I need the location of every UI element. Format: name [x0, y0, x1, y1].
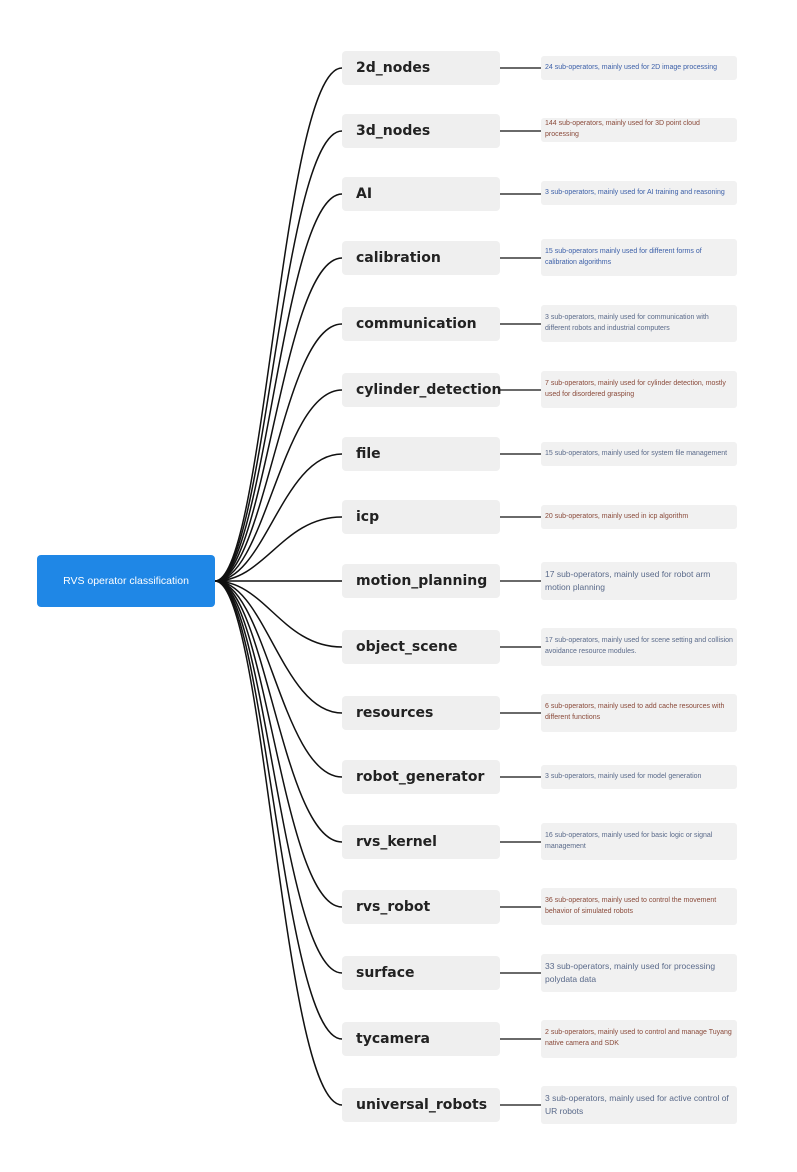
branch-node-label: robot_generator	[356, 769, 485, 785]
branch-description[interactable]: 17 sub-operators, mainly used for robot …	[541, 562, 737, 600]
branch-description-text: 3 sub-operators, mainly used for model g…	[545, 772, 702, 780]
branch-description-text: 6 sub-operators, mainly used to add cach…	[545, 703, 725, 721]
branch-description[interactable]: 24 sub-operators, mainly used for 2D ima…	[541, 56, 737, 80]
branch-description[interactable]: 33 sub-operators, mainly used for proces…	[541, 954, 737, 992]
branch-description-text: 3 sub-operators, mainly used for AI trai…	[545, 188, 725, 196]
branch-node-calibration[interactable]: calibration	[342, 241, 500, 275]
branch-node-object-scene[interactable]: object_scene	[342, 630, 500, 664]
branch-description-text: 36 sub-operators, mainly used to control…	[545, 896, 717, 915]
branch-node-file[interactable]: file	[342, 437, 500, 471]
branch-description[interactable]: 16 sub-operators, mainly used for basic …	[541, 823, 737, 860]
branch-node-label: cylinder_detection	[356, 382, 502, 398]
branch-node-label: file	[356, 446, 381, 462]
branch-description[interactable]: 3 sub-operators, mainly used for AI trai…	[541, 181, 737, 205]
branch-description[interactable]: 15 sub-operators, mainly used for system…	[541, 442, 737, 466]
branch-node-universal-robots[interactable]: universal_robots	[342, 1088, 500, 1122]
connector-root-to-robot-generator	[214, 580, 343, 778]
branch-node-3d-nodes[interactable]: 3d_nodes	[342, 114, 500, 148]
branch-description-text: 15 sub-operators, mainly used for system…	[545, 449, 728, 457]
branch-description-text: 33 sub-operators, mainly used for proces…	[545, 960, 716, 984]
branch-node-cylinder-detection[interactable]: cylinder_detection	[342, 373, 502, 407]
connector-root-to-object-scene	[214, 580, 343, 648]
branch-description[interactable]: 3 sub-operators, mainly used for model g…	[541, 765, 737, 789]
connector-root-to-communication	[214, 323, 343, 582]
branch-node-label: 3d_nodes	[356, 123, 431, 139]
branch-node-ai[interactable]: AI	[342, 177, 500, 211]
branch-node-motion-planning[interactable]: motion_planning	[342, 564, 500, 598]
connector-root-to-surface	[214, 580, 343, 974]
branch-description[interactable]: 36 sub-operators, mainly used to control…	[541, 888, 737, 925]
branch-description[interactable]: 3 sub-operators, mainly used for active …	[541, 1086, 737, 1124]
branch-description-text: 24 sub-operators, mainly used for 2D ima…	[545, 63, 717, 71]
connector-root-to-tycamera	[214, 580, 343, 1040]
branch-description[interactable]: 17 sub-operators, mainly used for scene …	[541, 628, 737, 666]
branch-node-communication[interactable]: communication	[342, 307, 500, 341]
connector-root-to-icp	[214, 516, 343, 582]
root-node[interactable]: RVS operator classification	[37, 555, 215, 607]
branch-description[interactable]: 2 sub-operators, mainly used to control …	[541, 1020, 737, 1058]
branch-node-label: calibration	[356, 250, 441, 266]
branch-description-text: 17 sub-operators, mainly used for robot …	[545, 568, 711, 592]
connector-root-to-cylinder-detection	[214, 389, 343, 582]
branch-description-text: 7 sub-operators, mainly used for cylinde…	[545, 379, 726, 398]
branch-node-label: tycamera	[356, 1031, 430, 1047]
branch-description[interactable]: 3 sub-operators, mainly used for communi…	[541, 305, 737, 342]
branch-node-tycamera[interactable]: tycamera	[342, 1022, 500, 1056]
branch-description[interactable]: 7 sub-operators, mainly used for cylinde…	[541, 371, 737, 408]
branch-node-label: surface	[356, 965, 415, 981]
branch-node-rvs-robot[interactable]: rvs_robot	[342, 890, 500, 924]
branch-node-label: object_scene	[356, 639, 458, 655]
connector-root-to-resources	[214, 580, 343, 714]
connector-root-to-universal-robots	[214, 580, 343, 1106]
connector-root-to-rvs-robot	[214, 580, 343, 908]
branch-description-text: 17 sub-operators, mainly used for scene …	[545, 637, 733, 655]
branch-description[interactable]: 15 sub-operators mainly used for differe…	[541, 239, 737, 276]
branch-node-label: icp	[356, 509, 380, 525]
branch-node-rvs-kernel[interactable]: rvs_kernel	[342, 825, 500, 859]
branch-node-label: motion_planning	[356, 573, 488, 589]
connector-root-to-ai	[214, 193, 343, 582]
branch-node-robot-generator[interactable]: robot_generator	[342, 760, 500, 794]
branch-node-label: communication	[356, 316, 477, 332]
branch-description-text: 2 sub-operators, mainly used to control …	[545, 1029, 732, 1047]
branch-description[interactable]: 20 sub-operators, mainly used in icp alg…	[541, 505, 737, 529]
branch-description-text: 3 sub-operators, mainly used for communi…	[545, 313, 709, 332]
branch-description-text: 15 sub-operators mainly used for differe…	[545, 247, 702, 266]
connector-root-to-3d-nodes	[214, 130, 343, 582]
branch-node-label: 2d_nodes	[356, 60, 431, 76]
branch-node-label: universal_robots	[356, 1097, 488, 1113]
connector-root-to-calibration	[214, 257, 343, 582]
connector-root-to-rvs-kernel	[214, 580, 343, 843]
branch-description-text: 16 sub-operators, mainly used for basic …	[545, 831, 713, 850]
branch-node-resources[interactable]: resources	[342, 696, 500, 730]
branch-description-text: 3 sub-operators, mainly used for active …	[545, 1092, 729, 1116]
branch-description[interactable]: 6 sub-operators, mainly used to add cach…	[541, 694, 737, 732]
branch-node-icp[interactable]: icp	[342, 500, 500, 534]
root-label: RVS operator classification	[63, 575, 189, 587]
branch-node-label: rvs_kernel	[356, 834, 437, 850]
branch-node-surface[interactable]: surface	[342, 956, 500, 990]
connector-root-to-file	[214, 453, 343, 582]
branch-node-label: rvs_robot	[356, 899, 431, 915]
connector-root-to-2d-nodes	[214, 67, 343, 582]
branch-description-text: 144 sub-operators, mainly used for 3D po…	[545, 120, 700, 138]
branch-description[interactable]: 144 sub-operators, mainly used for 3D po…	[541, 118, 737, 142]
branch-node-label: resources	[356, 705, 434, 721]
branch-node-2d-nodes[interactable]: 2d_nodes	[342, 51, 500, 85]
branch-description-text: 20 sub-operators, mainly used in icp alg…	[545, 512, 689, 520]
branch-node-label: AI	[356, 186, 373, 202]
